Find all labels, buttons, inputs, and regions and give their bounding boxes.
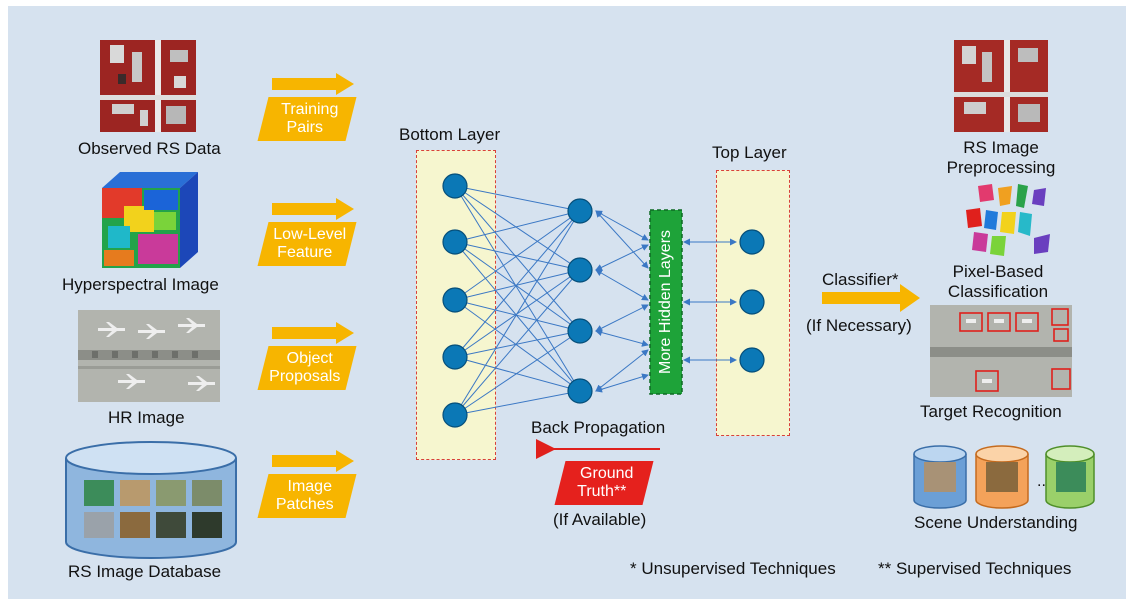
label-line-1: RS Image bbox=[963, 138, 1039, 157]
more-hidden-layers-box bbox=[649, 209, 683, 395]
top-node bbox=[739, 289, 765, 315]
rs-image-database-label: RS Image Database bbox=[68, 562, 222, 581]
label-line-2: Preprocessing bbox=[946, 158, 1056, 177]
bottom-node bbox=[442, 287, 468, 313]
bottom-node bbox=[442, 173, 468, 199]
back-propagation-label: Back Propagation bbox=[531, 418, 666, 437]
pixel-classification-map bbox=[966, 184, 1050, 256]
rs-image-preprocessing-image bbox=[954, 40, 1048, 132]
footnote-supervised: ** Supervised Techniques bbox=[878, 559, 1072, 578]
footnote-unsupervised: * Unsupervised Techniques bbox=[630, 559, 836, 578]
ground-truth-tag: Ground Truth** bbox=[554, 461, 654, 505]
hyperspectral-cube-image bbox=[102, 172, 198, 268]
hr-image bbox=[78, 310, 220, 402]
bottom-to-hidden-edges bbox=[454, 185, 581, 416]
classifier-arrow-icon bbox=[822, 284, 920, 312]
target-recognition-label: Target Recognition bbox=[920, 402, 1062, 421]
hidden-node bbox=[567, 198, 593, 224]
bottom-layer-label: Bottom Layer bbox=[399, 125, 501, 144]
more-layers-to-top-arrows bbox=[683, 238, 737, 364]
hidden-node bbox=[567, 257, 593, 283]
bottom-node bbox=[442, 344, 468, 370]
arrow-right-icon bbox=[272, 450, 354, 472]
arrow-right-icon bbox=[272, 73, 354, 95]
hidden-node bbox=[567, 318, 593, 344]
target-recognition-image bbox=[930, 305, 1072, 397]
top-layer-label: Top Layer bbox=[712, 143, 787, 162]
if-necessary-label: (If Necessary) bbox=[806, 316, 912, 335]
rs-image-preprocessing-label: RS Image Preprocessing bbox=[934, 138, 1068, 178]
if-available-label: (If Available) bbox=[553, 510, 647, 529]
top-node bbox=[739, 347, 765, 373]
arrow-right-icon bbox=[272, 198, 354, 220]
more-hidden-layers-label: More Hidden Layers bbox=[657, 230, 674, 374]
classifier-label: Classifier* bbox=[822, 270, 899, 289]
hyperspectral-image-label: Hyperspectral Image bbox=[62, 275, 219, 294]
tag-line-2: Truth** bbox=[577, 483, 627, 500]
label-line-2: Classification bbox=[947, 282, 1049, 301]
tag-line-1: Ground bbox=[580, 465, 634, 482]
pixel-based-classification-label: Pixel-Based Classification bbox=[930, 262, 1066, 302]
hr-image-label: HR Image bbox=[108, 408, 185, 427]
hidden-node bbox=[567, 378, 593, 404]
bottom-node bbox=[442, 229, 468, 255]
observed-rs-data-image bbox=[100, 40, 196, 132]
observed-rs-data-label: Observed RS Data bbox=[78, 139, 221, 158]
label-line-1: Pixel-Based bbox=[952, 262, 1044, 281]
arrow-right-icon bbox=[272, 322, 354, 344]
scene-understanding-icons: ... bbox=[913, 445, 1095, 509]
top-node bbox=[739, 229, 765, 255]
hidden-to-more-layers-arrows bbox=[595, 210, 649, 393]
scene-understanding-label: Scene Understanding bbox=[914, 513, 1078, 532]
rs-image-database-icon bbox=[65, 441, 237, 559]
bottom-node bbox=[442, 402, 468, 428]
